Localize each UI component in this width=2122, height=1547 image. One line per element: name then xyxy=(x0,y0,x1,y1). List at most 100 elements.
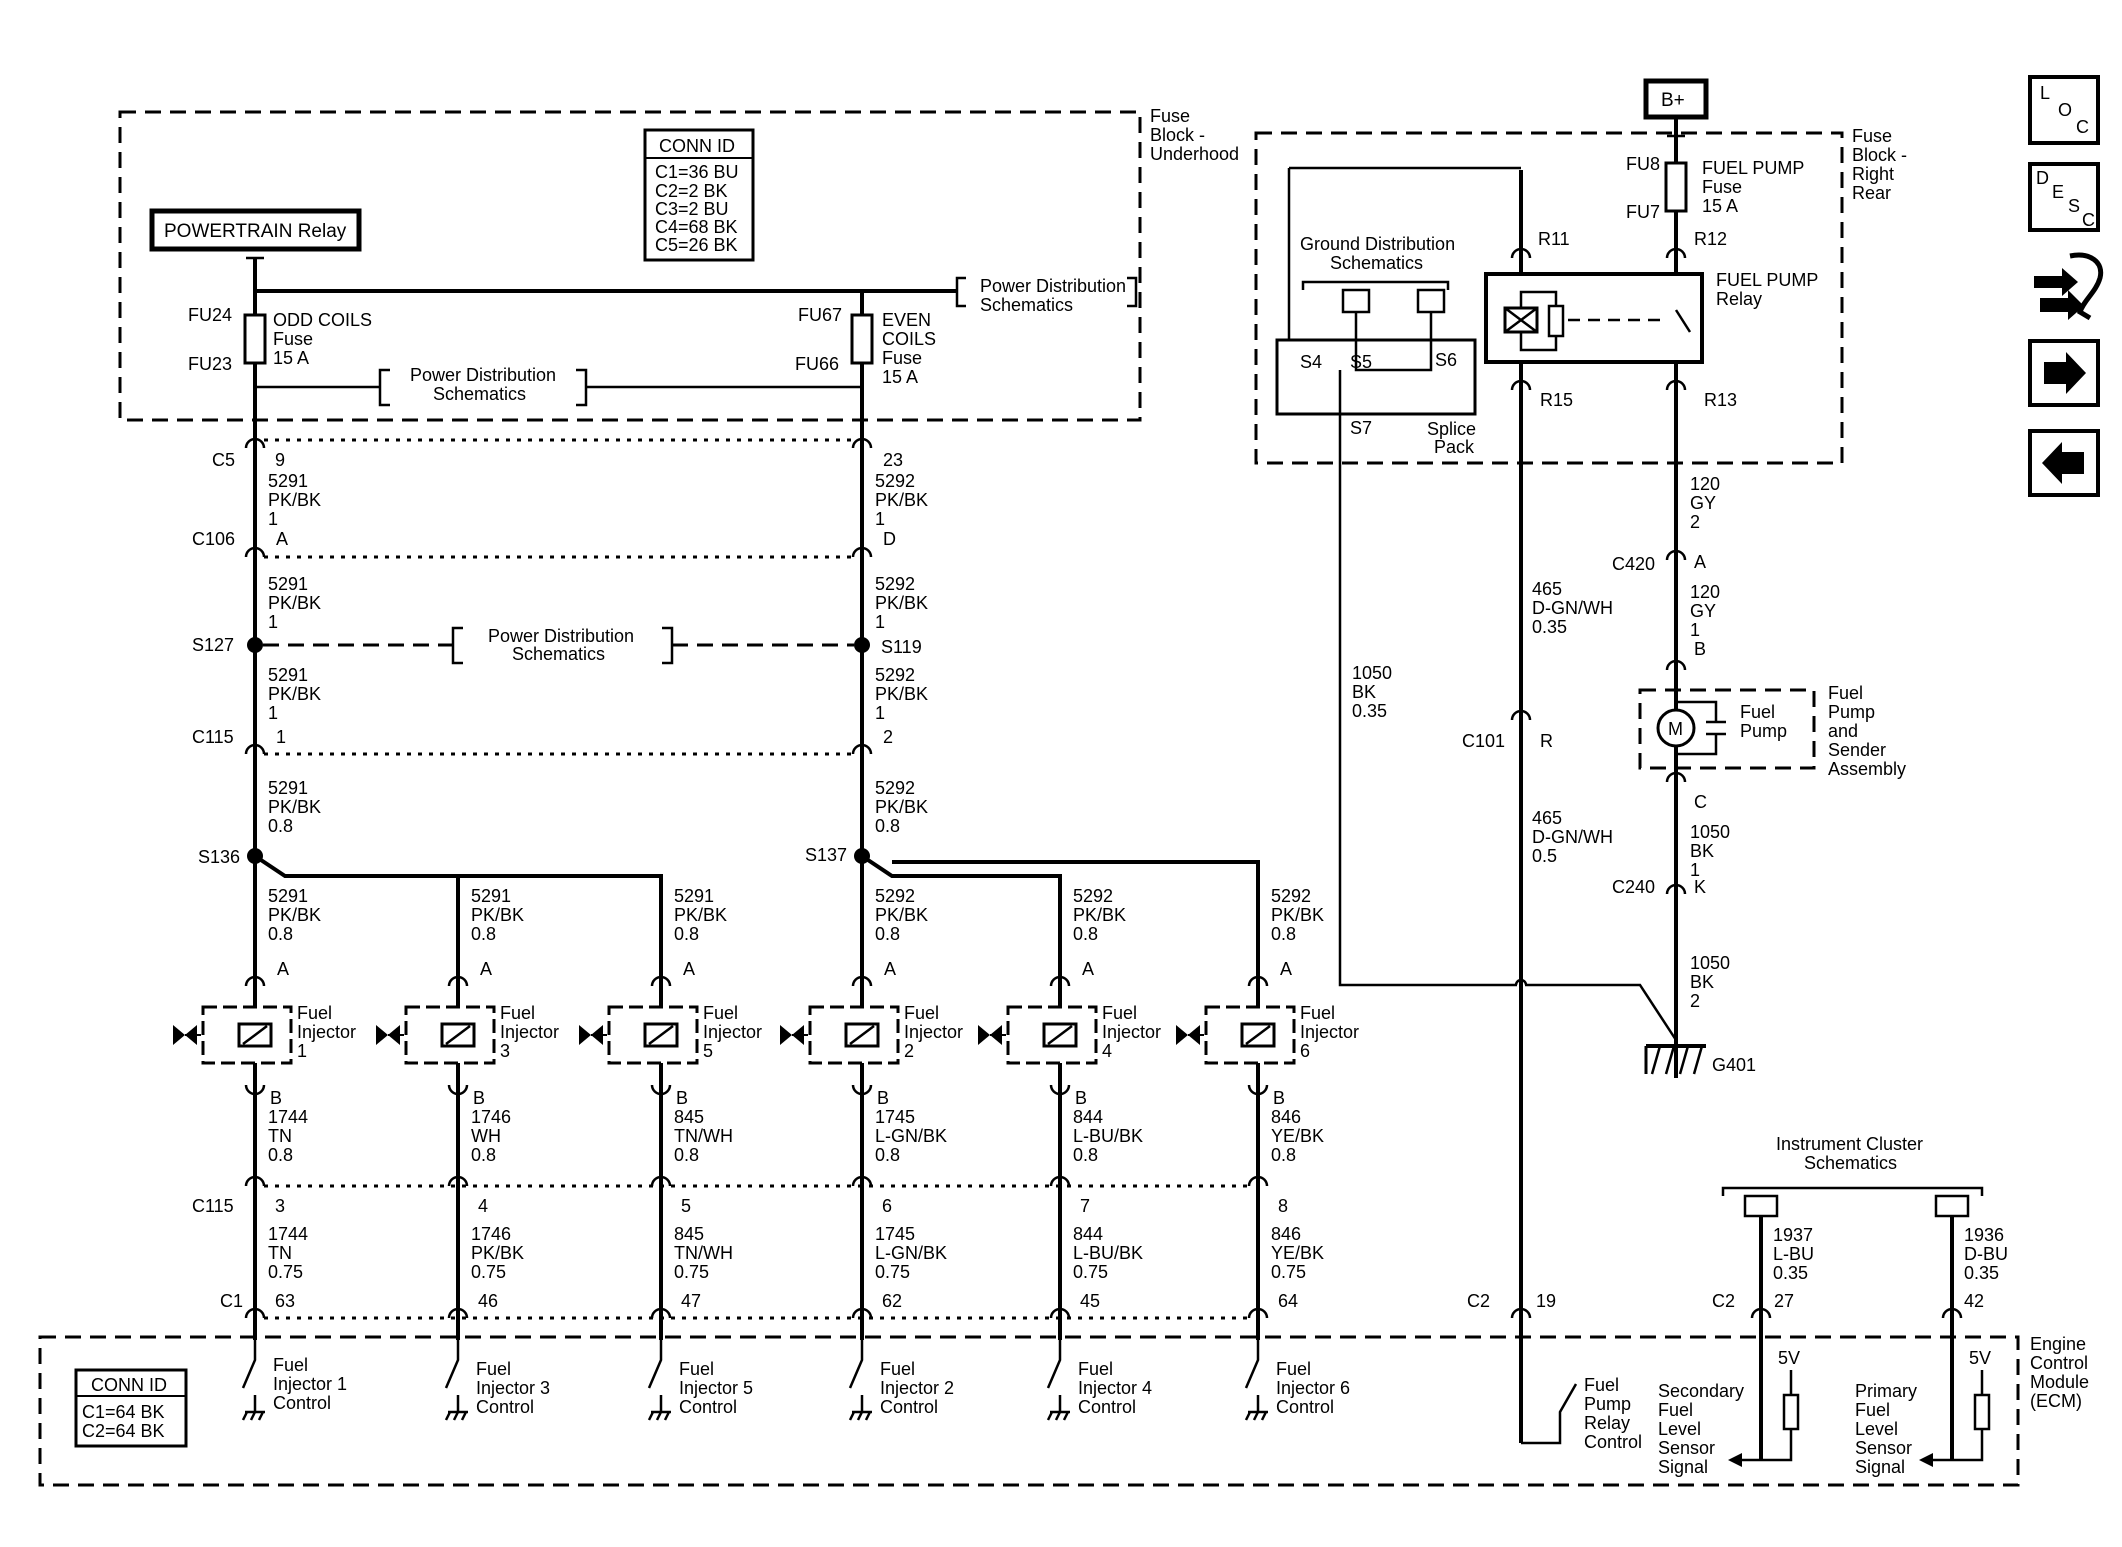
injector-wire-c: TN/WH xyxy=(674,1243,733,1263)
injector-wire-top: 5292 xyxy=(1271,886,1311,906)
pds2-l1: Power Distribution xyxy=(410,365,556,385)
s7-label: S7 xyxy=(1350,418,1372,438)
t: Secondary xyxy=(1658,1381,1744,1401)
t: BK xyxy=(1352,682,1376,702)
r11-label: R11 xyxy=(1538,229,1570,249)
injector-pin-b-mark xyxy=(650,1084,672,1096)
t: 1 xyxy=(268,703,278,723)
loc-button[interactable]: L O C xyxy=(2028,75,2100,145)
r15-mark xyxy=(1510,379,1532,391)
powertrain-relay: POWERTRAIN Relay xyxy=(149,208,362,252)
injector-pin-b-mark xyxy=(447,1084,469,1096)
c2-sec-pin: 27 xyxy=(1774,1291,1794,1311)
t: PK/BK xyxy=(268,593,321,613)
t: 2 xyxy=(1690,991,1700,1011)
c1-mark xyxy=(851,1307,873,1319)
next-page-button[interactable] xyxy=(2028,339,2100,407)
ref-power-distribution-3[interactable]: Power Distribution Schematics xyxy=(451,626,674,665)
t: 1 xyxy=(875,703,885,723)
c2-relay-pin: 19 xyxy=(1536,1291,1556,1311)
pump-assy-4: Sender xyxy=(1828,740,1886,760)
t: 1937 xyxy=(1773,1225,1813,1245)
ref-power-distribution-1[interactable]: Power Distribution Schematics xyxy=(955,276,1138,315)
t: Sensor xyxy=(1855,1438,1912,1458)
previous-page-button[interactable] xyxy=(2028,429,2100,497)
injector-pin-b-mark xyxy=(1049,1084,1071,1096)
wire-label-1937: 1937 L-BU 0.35 xyxy=(1773,1225,1814,1283)
injector-wire-top: 0.8 xyxy=(471,924,496,944)
ref-power-distribution-2[interactable]: Power Distribution Schematics xyxy=(378,365,588,407)
injector-wire-c: 846 xyxy=(1271,1224,1301,1244)
relay-control-switch xyxy=(1521,1383,1578,1445)
fuel-pump-assembly: M Fuel Pump Fuel Pump and Sender Assembl… xyxy=(1638,683,1906,779)
ffp-l1: FUEL PUMP xyxy=(1702,158,1804,178)
t: 1 xyxy=(268,509,278,529)
injector-control-label: Control xyxy=(1276,1397,1334,1417)
injector-wire-top: PK/BK xyxy=(1073,905,1126,925)
injector-pin-a-mark xyxy=(1247,975,1269,987)
ffp-top: FU8 xyxy=(1626,154,1660,174)
injector-coil-slash xyxy=(1047,1025,1073,1045)
c1-mark xyxy=(447,1307,469,1319)
injector-name: Injector xyxy=(297,1022,356,1042)
c106-odd-pin: A xyxy=(276,529,288,549)
ground-icon xyxy=(241,1410,265,1421)
t: Fuel xyxy=(1855,1400,1890,1420)
c1-mark xyxy=(1049,1307,1071,1319)
splice-pack: S4 S5 S6 S7 Splice Pack xyxy=(1275,312,1477,457)
wire-label-odd-3: 5291 PK/BK 1 xyxy=(268,665,321,723)
wire-label-1050-035: 1050 BK 0.35 xyxy=(1352,663,1392,721)
t: 1050 xyxy=(1352,663,1392,683)
c2-label-1: C2 xyxy=(1467,1291,1490,1311)
c115-lower-mark xyxy=(1247,1175,1269,1187)
fuse-even-top: FU67 xyxy=(798,305,842,325)
tools-icon[interactable] xyxy=(2034,252,2104,321)
injector-control-label: Injector 6 xyxy=(1276,1378,1350,1398)
t: 5291 xyxy=(268,665,308,685)
c115-lower-pin: 6 xyxy=(882,1196,892,1216)
injectors: 5291PK/BK0.8AFuelInjector1B1744TN0.83174… xyxy=(173,886,1359,1421)
injector-coil-slash xyxy=(445,1025,471,1045)
injector-control-label: Fuel xyxy=(1078,1359,1113,1379)
conn-id-top-c4: C4=68 BK xyxy=(655,217,738,237)
fuse-block-underhood-line3: Underhood xyxy=(1150,144,1239,164)
t: 5291 xyxy=(268,574,308,594)
pump-assy-1: Fuel xyxy=(1828,683,1863,703)
c420-pin: A xyxy=(1694,552,1706,572)
ref-ground-distribution[interactable]: Ground Distribution Schematics xyxy=(1300,234,1455,314)
c2-relay-mark xyxy=(1510,1307,1532,1319)
ref-instrument-cluster[interactable]: Instrument Cluster Schematics xyxy=(1721,1134,1984,1218)
t: Signal xyxy=(1855,1457,1905,1477)
c1-label: C1 xyxy=(220,1291,243,1311)
desc-button[interactable]: D E S C xyxy=(2028,162,2100,232)
fuse-odd-coils: FU24 FU23 ODD COILS Fuse 15 A xyxy=(188,305,372,374)
injector-wire-c: L-GN/BK xyxy=(875,1243,947,1263)
wire-label-120-2: 120 GY 2 xyxy=(1690,474,1720,532)
injector-wire-c: 0.75 xyxy=(471,1262,506,1282)
t: 0.8 xyxy=(875,816,900,836)
c2-sec-mark xyxy=(1750,1307,1772,1319)
injector-wire-top: 5292 xyxy=(875,886,915,906)
pump-assy-3: and xyxy=(1828,721,1858,741)
ground-icon xyxy=(1046,1410,1070,1421)
t: 1050 xyxy=(1690,953,1730,973)
injector-pin-a: A xyxy=(1082,959,1094,979)
fuel-injector-6: 5292PK/BK0.8AFuelInjector6B846YE/BK0.888… xyxy=(1176,886,1359,1421)
ecm-l3: Module xyxy=(2030,1372,2089,1392)
c5-even-pin: 23 xyxy=(883,450,903,470)
c115-lower-pin: 8 xyxy=(1278,1196,1288,1216)
t: 1 xyxy=(875,509,885,529)
pds1-l2: Schematics xyxy=(980,295,1073,315)
injector-pin-b: B xyxy=(473,1088,485,1108)
t: GY xyxy=(1690,493,1716,513)
injector-wire-c: 0.75 xyxy=(1073,1262,1108,1282)
injector-wire-top: 5292 xyxy=(1073,886,1113,906)
t: 1 xyxy=(1690,860,1700,880)
injector-control-label: Injector 2 xyxy=(880,1378,954,1398)
c420-label: C420 xyxy=(1612,554,1655,574)
injector-wire-c: 0.75 xyxy=(674,1262,709,1282)
c106-label: C106 xyxy=(192,529,235,549)
injector-control-label: Injector 4 xyxy=(1078,1378,1152,1398)
frr-l3: Right xyxy=(1852,164,1894,184)
injector-wire-b: 845 xyxy=(674,1107,704,1127)
